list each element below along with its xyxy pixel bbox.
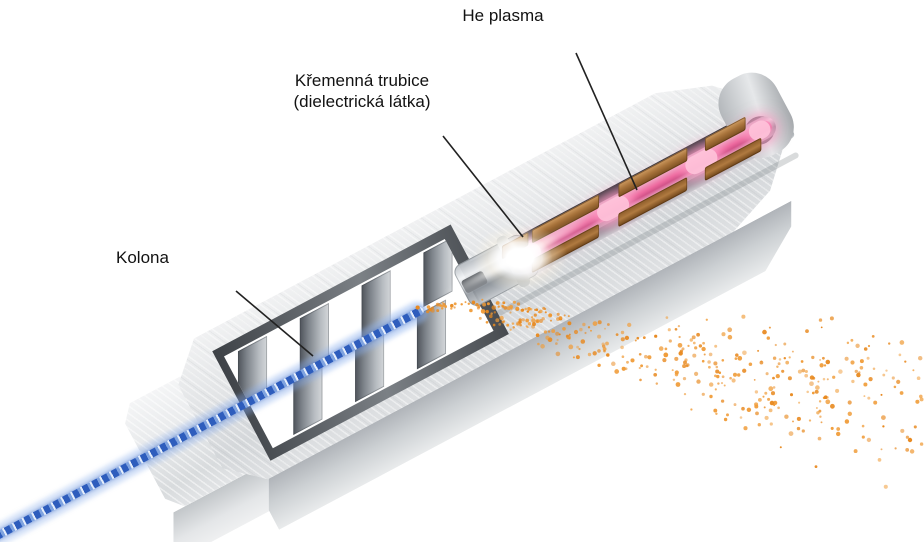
label-he-plasma: He plasma xyxy=(462,6,544,25)
discharge-flare xyxy=(472,224,568,292)
label-quartz-tube-line1: Křemenná trubice xyxy=(294,71,430,90)
label-column: Kolona xyxy=(116,248,169,267)
label-quartz-tube: Křemenná trubice (dielectrická látka) xyxy=(276,70,448,112)
label-quartz-tube-line2: (dielectrická látka) xyxy=(293,92,431,111)
